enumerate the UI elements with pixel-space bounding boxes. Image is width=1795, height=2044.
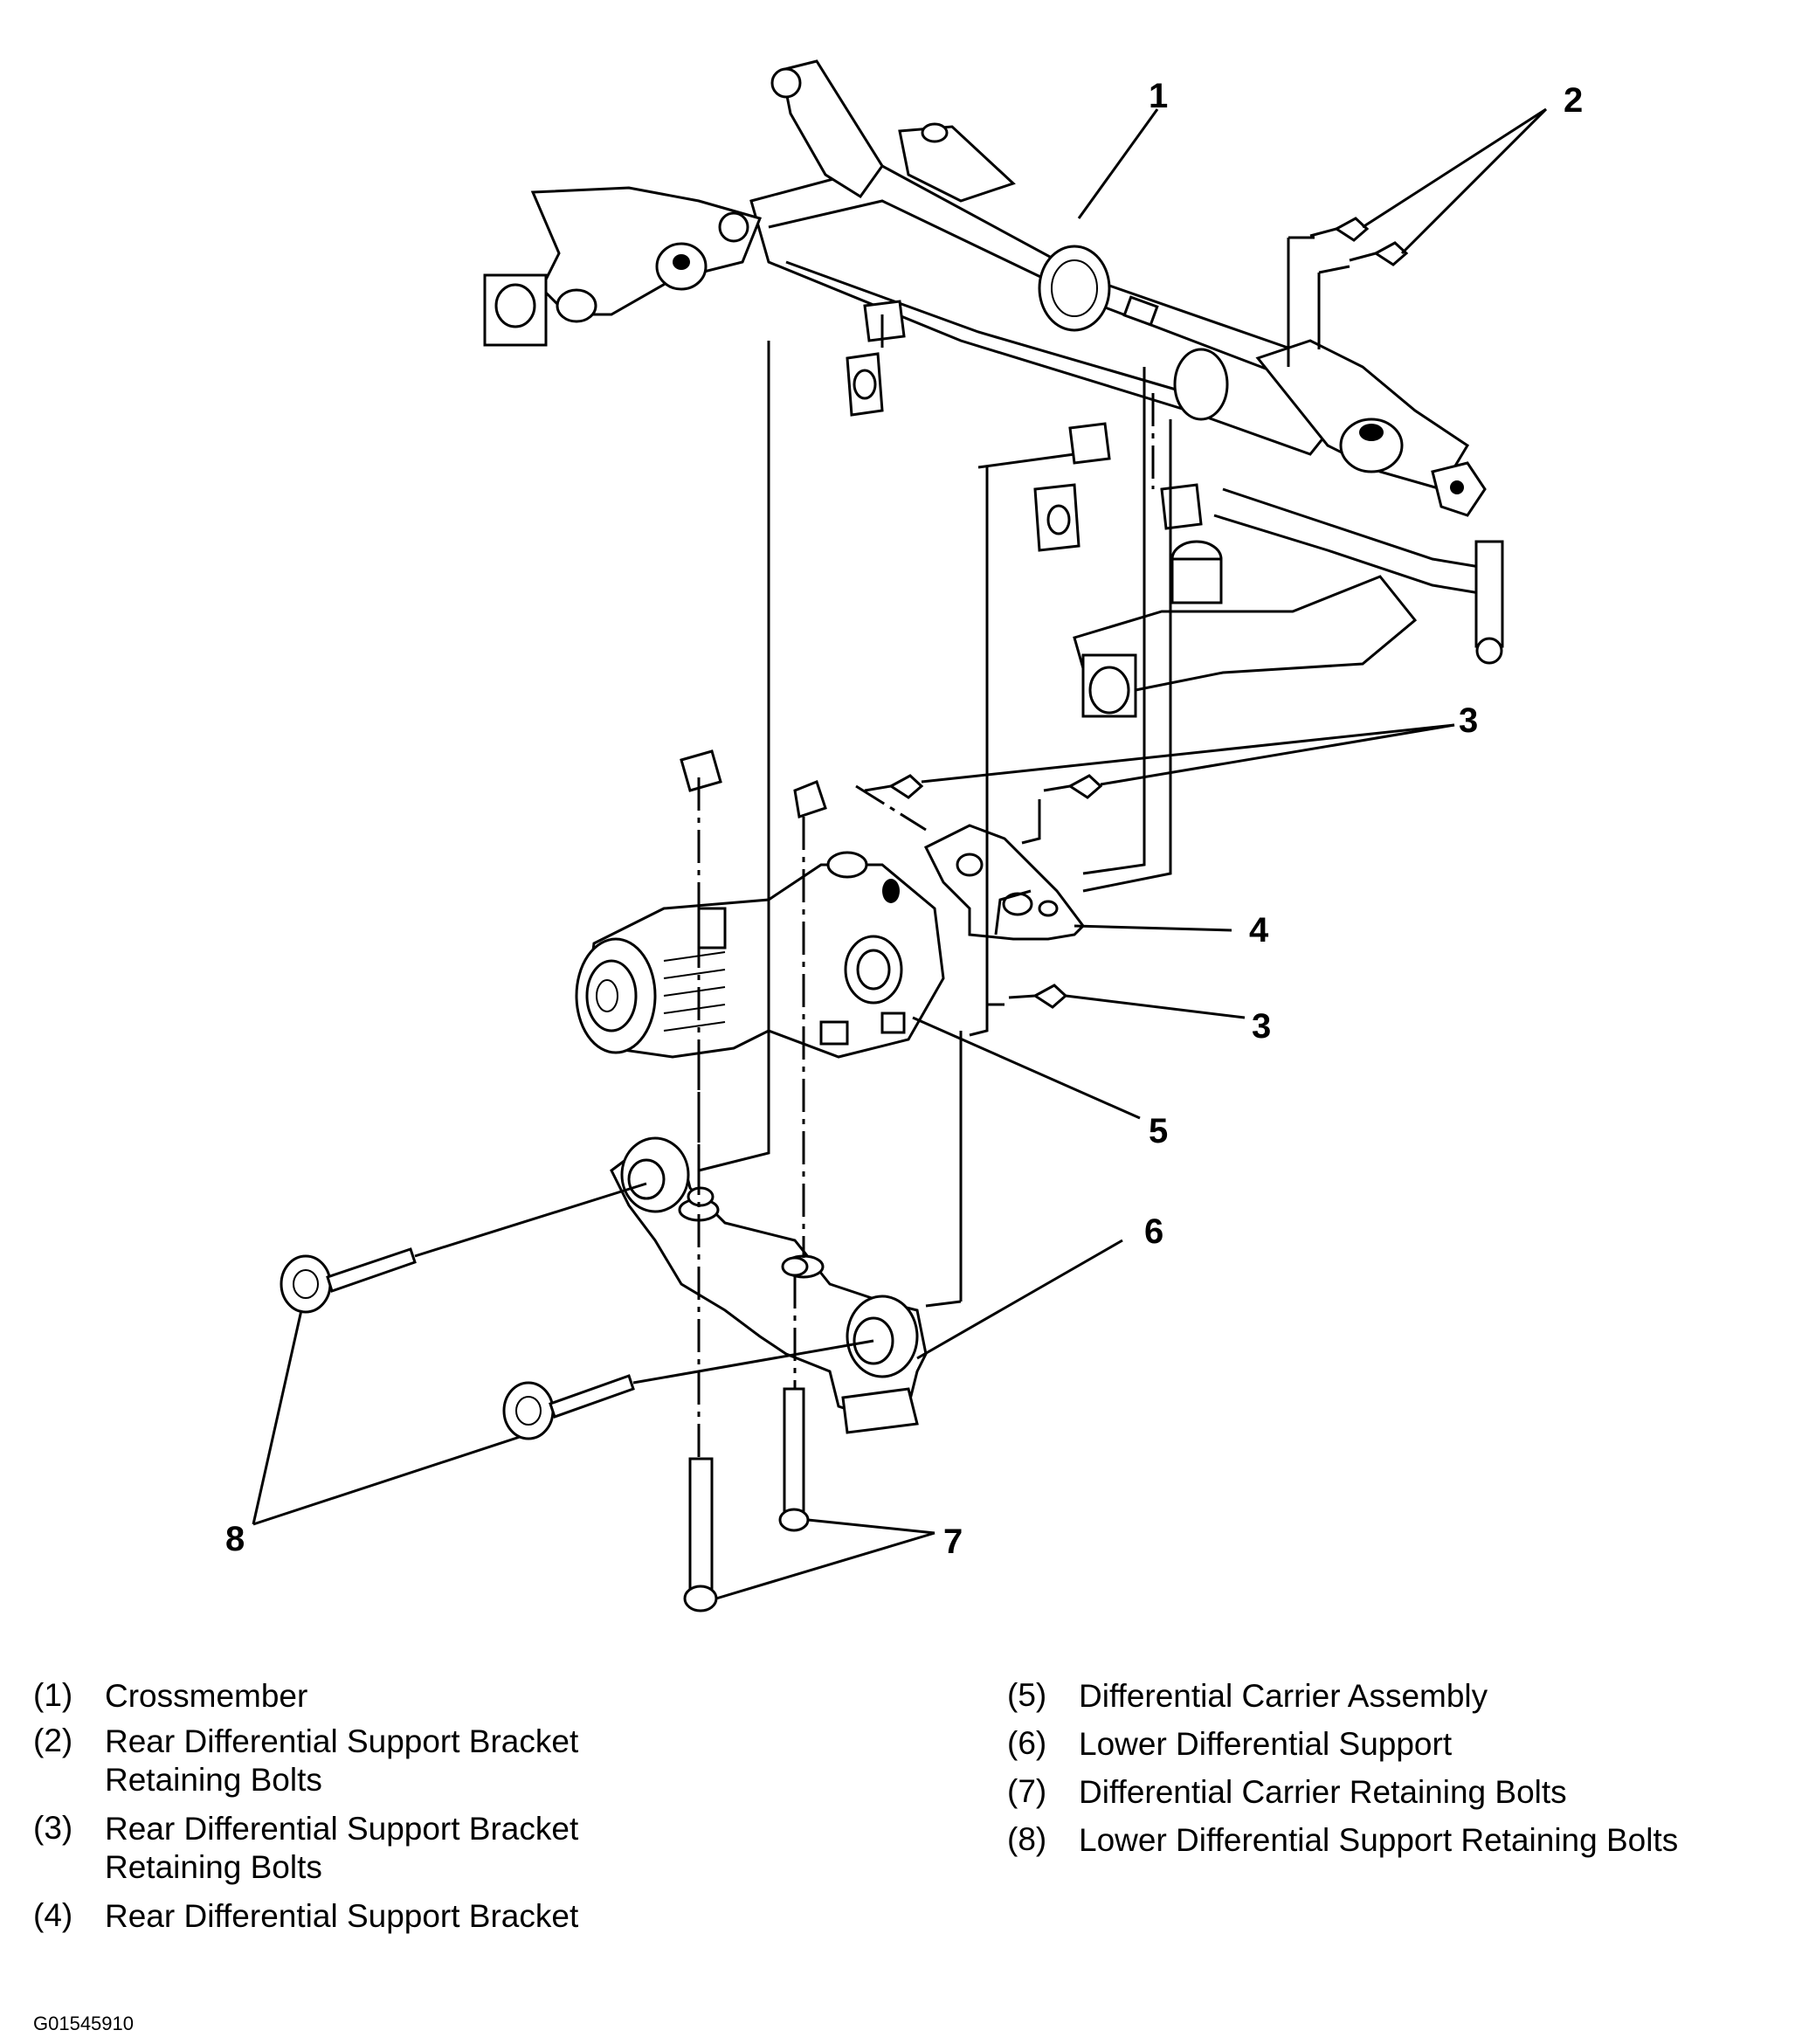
lower-support-drawing	[610, 1136, 928, 1434]
legend-number: (2)	[33, 1723, 73, 1758]
legend-number: (1)	[33, 1677, 73, 1713]
callout-8: 8	[225, 1520, 245, 1558]
bolts-3-drawing	[864, 774, 1103, 1009]
callout-5: 5	[1149, 1112, 1169, 1150]
callout-4: 4	[1249, 911, 1269, 949]
bolts-2-drawing	[1287, 217, 1409, 367]
legend-text: Differential Carrier Assembly	[1079, 1678, 1488, 1714]
callout-1: 1	[1149, 77, 1169, 115]
legend-text: Rear Differential Support Bracket	[105, 1898, 579, 1934]
bolts-7-drawing	[680, 749, 827, 1612]
legend-number: (3)	[33, 1810, 73, 1846]
legend-item-5: (5) Differential Carrier Assembly	[1007, 1677, 1795, 1716]
figure-code: G01545910	[33, 2013, 134, 2034]
legend-item-1: (1) Crossmember	[33, 1677, 646, 1716]
legend-text: Rear Differential Support Bracket Retain…	[105, 1811, 579, 1885]
legend-item-6: (6) Lower Differential Support	[1007, 1725, 1795, 1764]
legend-item-7: (7) Differential Carrier Retaining Bolts	[1007, 1773, 1795, 1812]
legend-item-3: (3) Rear Differential Support Bracket Re…	[33, 1810, 646, 1887]
crossmember-drawing	[483, 59, 1504, 718]
legend-text: Lower Differential Support Retaining Bol…	[1079, 1822, 1679, 1858]
legend-item-2: (2) Rear Differential Support Bracket Re…	[33, 1723, 646, 1799]
legend-number: (5)	[1007, 1677, 1047, 1713]
legend-text: Crossmember	[105, 1678, 308, 1714]
leader-lines	[252, 107, 1548, 1600]
differential-carrier-drawing	[575, 851, 945, 1059]
callout-7: 7	[943, 1523, 963, 1561]
callout-2: 2	[1564, 81, 1584, 120]
legend-text: Lower Differential Support	[1079, 1726, 1453, 1762]
exploded-view-diagram	[252, 59, 1548, 1612]
legend-item-4: (4) Rear Differential Support Bracket	[33, 1897, 646, 1936]
support-bracket-drawing	[923, 824, 1085, 941]
legend-number: (8)	[1007, 1821, 1047, 1857]
legend-text: Rear Differential Support Bracket Retain…	[105, 1723, 579, 1798]
legend-number: (4)	[33, 1897, 73, 1933]
callout-3-upper: 3	[1459, 701, 1479, 740]
callout-6: 6	[1144, 1212, 1164, 1251]
bolts-8-drawing	[280, 1182, 874, 1440]
legend-item-8: (8) Lower Differential Support Retaining…	[1007, 1821, 1795, 1860]
legend-number: (6)	[1007, 1725, 1047, 1761]
assembly-lines	[697, 314, 1172, 1459]
callout-3-lower: 3	[1252, 1007, 1272, 1046]
legend-number: (7)	[1007, 1773, 1047, 1809]
legend-text: Differential Carrier Retaining Bolts	[1079, 1774, 1567, 1810]
